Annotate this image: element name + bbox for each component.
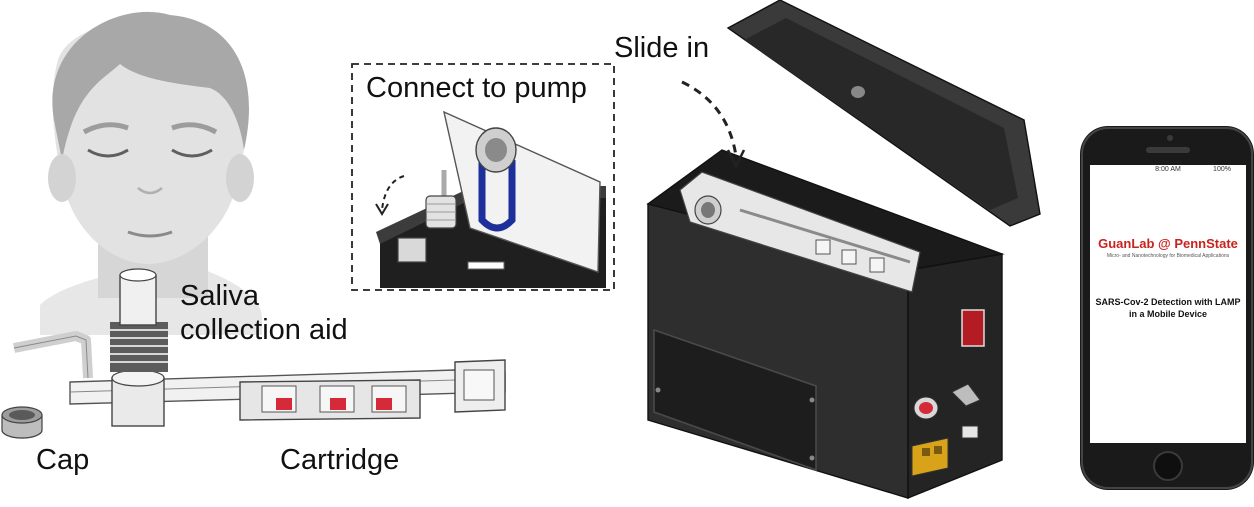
person-face (40, 11, 262, 335)
phone-status-battery: 100% (1213, 166, 1231, 173)
detection-device (646, 0, 1041, 500)
app-title-line1: SARS-Cov-2 Detection with LAMP (1095, 297, 1241, 307)
app-title-line2: in a Mobile Device (1128, 309, 1208, 319)
slide-in-arrow (681, 80, 746, 169)
connect-to-pump-label: Connect to pump (366, 72, 587, 104)
cartridge-label: Cartridge (280, 444, 400, 476)
slide-in-label: Slide in (614, 32, 710, 64)
cartridge-assembly (1, 268, 506, 439)
cap-label: Cap (36, 444, 90, 476)
saliva-label-line2: collection aid (180, 314, 348, 346)
lab-name: GuanLab @ PennState (1098, 236, 1238, 251)
smartphone (1080, 126, 1254, 490)
phone-status-time: 8:00 AM (1155, 166, 1181, 173)
saliva-label-line1: Saliva (180, 280, 259, 312)
lab-subtitle: Micro- and Nanotechnology for Biomedical… (1106, 253, 1230, 259)
pump-inset (351, 63, 615, 291)
